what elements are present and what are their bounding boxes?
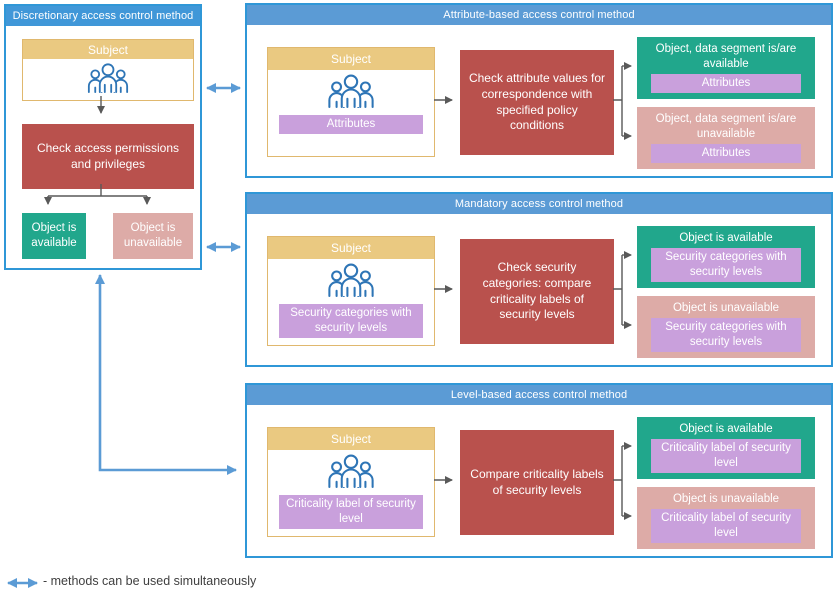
level-available-tag: Criticality label of security level [651,438,801,473]
level-subject-tag: Criticality label of security level [279,495,423,529]
discretionary-available-box: Object is available [22,213,86,259]
level-available-box: Object is available Criticality label of… [637,417,815,479]
section-mandatory: Mandatory access control method Subject [245,192,833,367]
mandatory-unavailable-label: Object is unavailable [672,302,780,314]
section-attribute-title: Attribute-based access control method [247,5,831,25]
level-check-box: Compare criticality labels of security l… [460,430,614,535]
attribute-available-label: Object, data segment is/are available [655,43,797,70]
legend-label: - methods can be used simultaneously [43,574,257,588]
people-icon [23,62,193,93]
section-level-based: Level-based access control method Subjec… [245,383,833,558]
section-discretionary: Discretionary access control method Subj… [4,4,202,270]
mandatory-unavailable-tag: Security categories with security levels [651,317,801,352]
discretionary-subject-box: Subject [22,39,194,101]
mandatory-unavailable-box: Object is unavailable Security categorie… [637,296,815,358]
people-icon [268,262,434,297]
level-unavailable-label: Object is unavailable [672,493,780,505]
attribute-unavailable-box: Object, data segment is/are unavailable … [637,107,815,169]
level-unavailable-box: Object is unavailable Criticality label … [637,487,815,549]
level-unavailable-tag: Criticality label of security level [651,508,801,543]
section-level-title: Level-based access control method [247,385,831,405]
attribute-check-box: Check attribute values for correspondenc… [460,50,614,155]
level-available-label: Object is available [679,423,773,435]
section-attribute-based: Attribute-based access control method Su… [245,3,833,178]
mandatory-available-box: Object is available Security categories … [637,226,815,288]
attribute-subject-tag: Attributes [279,115,423,134]
discretionary-unavailable-box: Object is unavailable [113,213,193,259]
attribute-available-box: Object, data segment is/are available At… [637,37,815,99]
attribute-unavailable-label: Object, data segment is/are unavailable [655,113,797,140]
mandatory-check-box: Check security categories: compare criti… [460,239,614,344]
mandatory-subject-label: Subject [268,237,434,259]
discretionary-check-box: Check access permissions and privileges [22,124,194,189]
section-discretionary-title: Discretionary access control method [6,6,200,26]
people-icon [268,453,434,488]
section-mandatory-title: Mandatory access control method [247,194,831,214]
mandatory-subject-tag: Security categories with security levels [279,304,423,338]
mandatory-subject-box: Subject Security categories with sec [267,236,435,346]
attribute-subject-box: Subject Attributes [267,47,435,157]
attribute-available-tag: Attributes [651,73,801,93]
mandatory-available-tag: Security categories with security levels [651,247,801,282]
discretionary-subject-label: Subject [23,40,193,59]
mandatory-available-label: Object is available [679,232,773,244]
level-subject-label: Subject [268,428,434,450]
people-icon [268,73,434,108]
level-subject-box: Subject Criticality label of securit [267,427,435,537]
attribute-subject-label: Subject [268,48,434,70]
attribute-unavailable-tag: Attributes [651,143,801,163]
